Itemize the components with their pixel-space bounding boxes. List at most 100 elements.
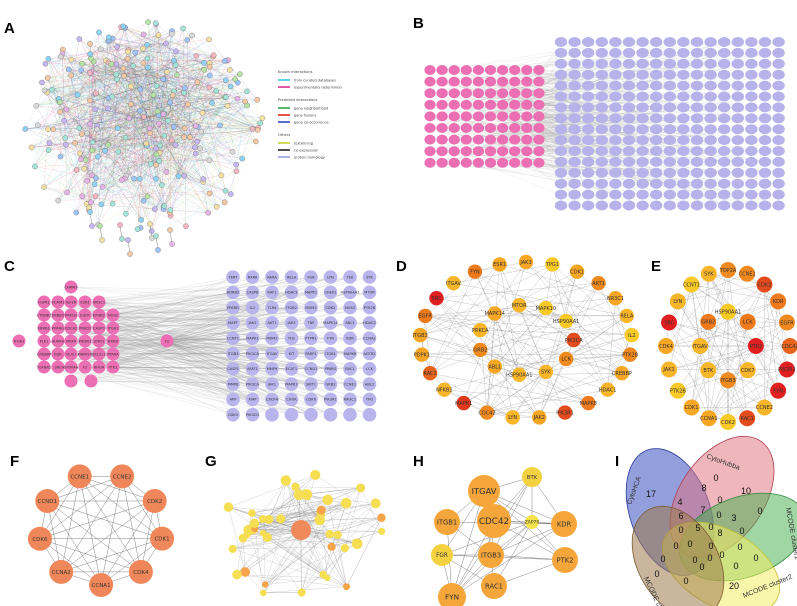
target-node	[745, 200, 758, 211]
hub-node-label: NR3C1	[607, 296, 624, 302]
network-edge	[175, 104, 189, 146]
network-edge	[74, 104, 188, 144]
network-edge	[466, 162, 630, 195]
target-node	[245, 331, 260, 346]
target-node	[758, 124, 772, 135]
network-edge	[166, 340, 312, 385]
network-edge	[96, 68, 205, 70]
network-edge	[677, 301, 748, 419]
target-node	[636, 200, 649, 211]
network-edge	[499, 264, 616, 299]
target-node-label: ECAT1	[286, 367, 297, 371]
network-edge	[142, 48, 221, 126]
network-edge	[545, 307, 623, 374]
network-edge	[346, 517, 382, 587]
hub-node-label: HDAC1	[599, 387, 617, 393]
cluster-node	[340, 497, 352, 509]
hub-node-label: PRKCA	[472, 328, 489, 334]
target-node	[226, 285, 240, 300]
network-edge	[665, 322, 787, 347]
network-node	[130, 63, 136, 69]
network-edge	[166, 292, 273, 342]
network-edge	[70, 75, 99, 225]
cluster-node	[477, 504, 511, 538]
network-edge	[58, 28, 184, 100]
network-edge	[59, 38, 113, 113]
network-edge	[588, 354, 631, 404]
network-edge	[64, 66, 210, 121]
target-node	[568, 135, 581, 146]
compound-node	[533, 134, 545, 145]
network-edge	[158, 33, 172, 161]
network-node	[76, 36, 83, 42]
network-edge	[727, 369, 787, 381]
venn-region-count: 0	[678, 525, 683, 535]
target-node	[622, 189, 636, 200]
cluster-node	[259, 589, 267, 597]
target-node	[554, 91, 568, 102]
network-edge	[86, 184, 95, 204]
network-node	[109, 200, 116, 207]
compound-node	[78, 321, 92, 335]
venn-region-count: 0	[692, 555, 697, 565]
network-node	[229, 148, 236, 155]
network-edge	[429, 74, 711, 105]
network-edge	[116, 74, 151, 164]
network-edge	[108, 62, 154, 96]
network-edge	[81, 69, 225, 98]
network-edge	[209, 128, 253, 161]
hub-node	[512, 298, 527, 313]
network-edge	[80, 30, 173, 160]
network-edge	[151, 62, 205, 95]
network-node	[147, 221, 153, 227]
network-edge	[52, 89, 259, 129]
target-node	[745, 189, 758, 200]
hub-node	[538, 364, 554, 380]
network-edge	[60, 102, 171, 113]
network-edge	[254, 519, 320, 524]
target-node	[650, 102, 663, 113]
network-node	[239, 155, 246, 162]
network-edge	[105, 35, 159, 61]
network-edge	[144, 55, 214, 131]
network-edge	[265, 547, 345, 585]
network-edge	[453, 264, 553, 284]
network-edge	[576, 271, 627, 317]
network-edge	[108, 62, 231, 87]
network-edge	[143, 95, 154, 117]
target-node	[582, 58, 595, 69]
target-node	[595, 91, 608, 102]
compound-node-label: PTK2	[108, 365, 117, 369]
network-edge	[43, 123, 159, 188]
network-edge	[147, 58, 151, 134]
network-edge	[142, 48, 203, 113]
compound-node	[509, 76, 521, 87]
target-node-label: FYN	[327, 337, 334, 341]
network-node	[144, 193, 151, 200]
network-edge	[108, 62, 164, 207]
venn-region-count: 0	[660, 554, 665, 564]
network-edge	[84, 160, 210, 169]
target-node	[304, 392, 318, 407]
network-node	[68, 56, 75, 63]
network-edge	[708, 321, 788, 370]
network-edge	[442, 69, 643, 108]
target-node	[718, 91, 731, 102]
network-edge	[58, 91, 174, 201]
network-edge	[108, 97, 238, 99]
cluster-node-label: ITGB1	[437, 518, 457, 526]
target-node	[265, 316, 279, 330]
network-node	[105, 105, 111, 112]
target-node-label: TERT	[228, 275, 239, 279]
cluster-node	[128, 559, 153, 584]
network-edge	[70, 366, 312, 415]
cluster-node-label: RAC1	[485, 582, 503, 590]
target-node	[650, 167, 663, 178]
target-node-label: HSP90AA1	[340, 291, 359, 295]
network-edge	[46, 74, 177, 93]
compound-node	[436, 123, 448, 133]
venn-region-count: 0	[737, 542, 742, 552]
network-edge	[480, 307, 546, 351]
network-edge	[58, 98, 185, 129]
